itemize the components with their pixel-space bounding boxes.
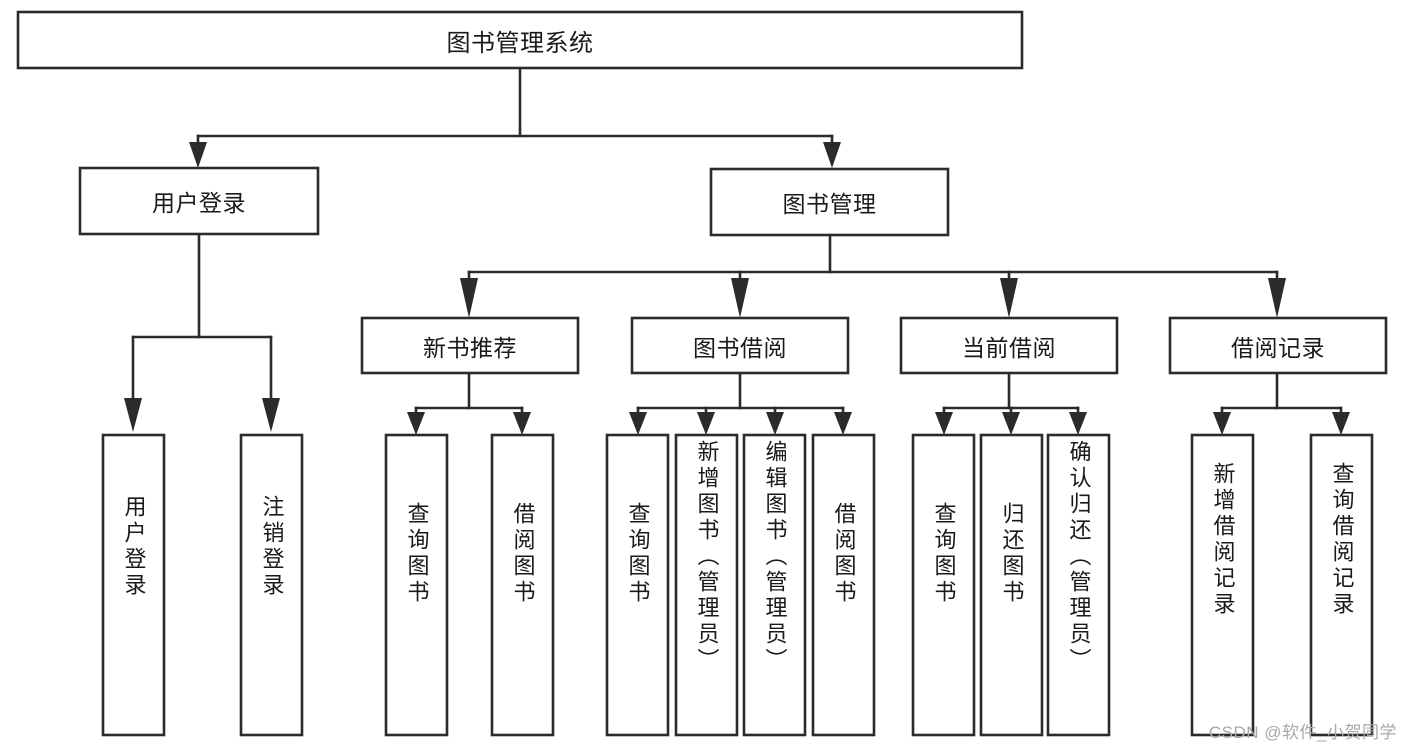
node-new-book-recommend[interactable] [360, 316, 580, 375]
connector-root-to-level2 [189, 66, 841, 168]
connector-borrowrecord-to-leaves [1213, 371, 1350, 435]
leaf-box-add-record[interactable] [1190, 433, 1255, 737]
arrow-head-icon [834, 412, 852, 435]
leaf-box-add-book[interactable] [674, 433, 739, 737]
arrow-head-icon [1332, 412, 1350, 435]
arrow-head-icon [460, 278, 478, 318]
arrow-head-icon [407, 412, 425, 435]
leaf-box-edit-book[interactable] [742, 433, 807, 737]
arrow-head-icon [1000, 278, 1018, 318]
arrow-head-icon [1268, 278, 1286, 318]
node-user-login[interactable] [78, 166, 320, 236]
arrow-head-icon [1069, 412, 1087, 435]
leaf-box-return-book[interactable] [979, 433, 1044, 737]
leaf-box-confirm-return[interactable] [1046, 433, 1111, 737]
arrow-head-icon [513, 412, 531, 435]
leaf-box-borrow-book-2[interactable] [811, 433, 876, 737]
connector-userlogin-to-leaves [124, 232, 280, 432]
watermark: CSDN @软件_小贺同学 [1208, 723, 1397, 742]
leaf-box-query-record[interactable] [1309, 433, 1374, 737]
node-borrow-record[interactable] [1168, 316, 1388, 375]
leaf-box-borrow-book-1[interactable] [490, 433, 555, 737]
node-book-borrow[interactable] [630, 316, 850, 375]
arrow-head-icon [189, 142, 207, 168]
node-book-management[interactable] [709, 167, 950, 237]
connector-bookmgmt-to-level3 [460, 233, 1286, 318]
arrow-head-icon [262, 398, 280, 432]
arrow-head-icon [731, 278, 749, 318]
connector-currentborrow-to-leaves [935, 371, 1087, 435]
leaf-box-user-login[interactable] [101, 433, 166, 737]
connector-newbook-to-leaves [407, 371, 531, 435]
arrow-head-icon [1213, 412, 1231, 435]
leaf-box-query-book-2[interactable] [605, 433, 670, 737]
leaf-box-query-book-3[interactable] [911, 433, 976, 737]
arrow-head-icon [935, 412, 953, 435]
arrow-head-icon [823, 142, 841, 168]
connector-bookborrow-to-leaves [629, 371, 852, 435]
node-current-borrow[interactable] [899, 316, 1119, 375]
arrow-head-icon [766, 412, 784, 435]
arrow-head-icon [697, 412, 715, 435]
leaf-box-query-book-1[interactable] [384, 433, 449, 737]
arrow-head-icon [124, 398, 142, 432]
arrow-head-icon [629, 412, 647, 435]
node-root[interactable] [16, 10, 1024, 70]
arrow-head-icon [1002, 412, 1020, 435]
leaf-box-user-logout[interactable] [239, 433, 304, 737]
